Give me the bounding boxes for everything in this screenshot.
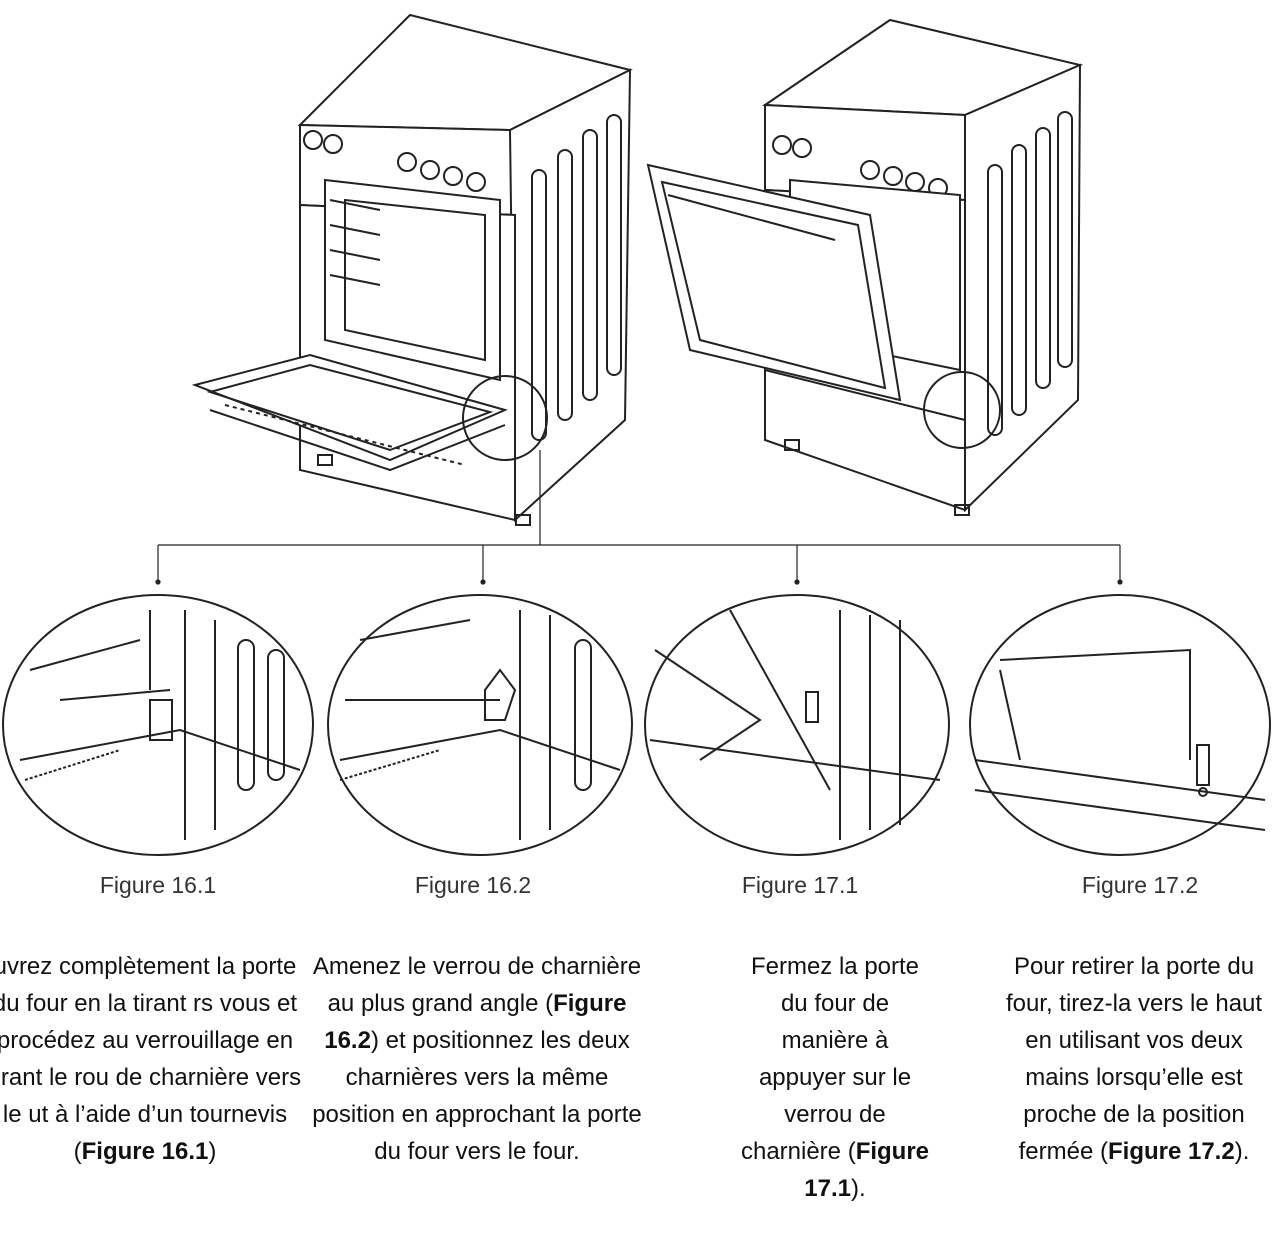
step-text: Fermez la porte du four de manière à app… [740, 953, 920, 1165]
oven-tilted-door-drawing [646, 18, 1084, 516]
figure-reference: Figure 16.1 [81, 1138, 209, 1165]
step-instruction-16-1: uvrez complètement la porte du four en l… [0, 948, 310, 1170]
step-text: ) et positionnez les deux charnières ver… [312, 1027, 642, 1165]
connector-lines [155, 450, 1123, 585]
step-text: Amenez le verrou de charnière au plus gr… [312, 953, 642, 1017]
step-text: Pour retirer la porte du four, tirez-la … [1005, 953, 1263, 1165]
step-instruction-16-2: Amenez le verrou de charnière au plus gr… [312, 948, 642, 1170]
figure-caption-17-1: Figure 17.1 [741, 872, 859, 898]
step-instruction-17-1: Fermez la porte du four de manière à app… [705, 948, 965, 1207]
detail-ellipse-16-2 [327, 594, 633, 856]
detail-ellipse-17-1 [644, 594, 950, 856]
detail-ellipse-16-1 [2, 594, 314, 856]
figure-caption-16-1: Figure 16.1 [99, 872, 217, 898]
step-text: ) [208, 1138, 217, 1165]
step-text: ). [851, 1175, 866, 1202]
figure-caption-17-2: Figure 17.2 [1081, 872, 1199, 898]
oven-door-removal-illustration [2, 13, 1271, 856]
figure-reference: Figure 17.1 [804, 1138, 930, 1202]
step-text: ). [1234, 1138, 1250, 1165]
step-instruction-17-2: Pour retirer la porte du four, tirez-la … [995, 948, 1273, 1170]
figure-reference: Figure 17.2 [1107, 1138, 1235, 1165]
figure-caption-16-2: Figure 16.2 [414, 872, 532, 898]
figure-reference: Figure 16.2 [324, 990, 627, 1054]
step-text: uvrez complètement la porte du four en l… [0, 953, 302, 1165]
detail-ellipse-17-2 [969, 594, 1271, 856]
oven-open-door-drawing [191, 13, 633, 526]
